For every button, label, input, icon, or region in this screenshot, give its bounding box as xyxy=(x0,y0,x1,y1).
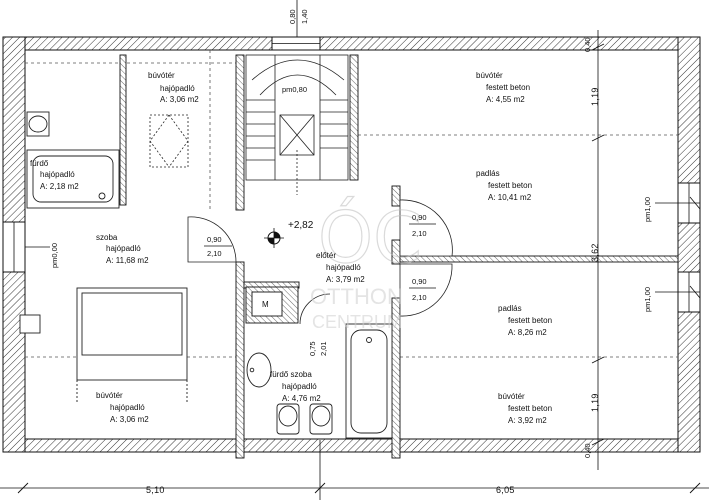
room-area: A: 4,55 m2 xyxy=(486,95,525,104)
room-floor: hajópadló xyxy=(110,403,145,412)
door-szoba-label: 0,90 2,10 xyxy=(204,235,232,258)
room-name: fürdő szoba xyxy=(270,370,312,379)
door-height: 2,01 xyxy=(319,341,328,356)
right-dimension-chain: 0,40 1,19 3,62 1,19 0,40 xyxy=(583,30,605,470)
room-area: A: 10,41 m2 xyxy=(488,193,532,202)
room-furdo-small: fürdő hajópadló A: 2,18 m2 xyxy=(30,159,79,191)
door-padlas-2-swing xyxy=(399,263,453,317)
right-dim-2: 3,62 xyxy=(590,243,600,262)
room-name: padlás xyxy=(498,304,522,313)
room-padlas-1: padlás festett beton A: 10,41 m2 xyxy=(476,169,532,202)
room-area: A: 3,92 m2 xyxy=(508,416,547,425)
room-floor: hajópadló xyxy=(106,244,141,253)
door-bath-swing xyxy=(299,293,331,325)
washbasin-main xyxy=(246,352,272,388)
chimney: M xyxy=(245,286,299,324)
room-name: búvótér xyxy=(476,71,503,80)
door-height: 2,10 xyxy=(412,229,427,238)
chimney-label: M xyxy=(262,300,269,309)
bottom-dimension-chain: 5,10 6,05 xyxy=(0,440,709,500)
door-width: 0,90 xyxy=(207,235,222,244)
room-floor: festett beton xyxy=(488,181,532,190)
bottom-dim-left: 5,10 xyxy=(146,485,165,495)
room-floor: hajópadló xyxy=(160,84,195,93)
right-window-upper-label: pm1,00 xyxy=(643,197,652,222)
room-name: búvótér xyxy=(148,71,175,80)
room-area: A: 11,68 m2 xyxy=(106,256,149,265)
door-height: 2,10 xyxy=(412,293,427,302)
room-floor: hajópadló xyxy=(40,170,75,179)
room-tl-buvoter: búvótér hajópadló A: 3,06 m2 xyxy=(148,71,199,104)
room-floor: hajópadló xyxy=(326,263,361,272)
window-indicators xyxy=(25,196,701,299)
level-marker: +2,82 xyxy=(264,220,314,248)
toilet-main xyxy=(276,403,300,435)
room-name: búvótér xyxy=(96,391,123,400)
toilet-small xyxy=(26,111,50,137)
room-area: A: 4,76 m2 xyxy=(282,394,321,403)
room-eloter: előtér hajópadló A: 3,79 m2 xyxy=(316,251,365,284)
door-bath-label: 0,75 2,01 xyxy=(308,341,328,356)
left-window xyxy=(2,221,26,273)
door-width: 0,75 xyxy=(308,341,317,356)
right-dim-bottom: 0,40 xyxy=(583,443,592,458)
watermark-line2: CENTRUM xyxy=(312,312,402,332)
watermark-logo: ÓC xyxy=(318,197,422,279)
room-name: padlás xyxy=(476,169,500,178)
room-floor: festett beton xyxy=(508,404,552,413)
room-tr-buvoter: búvótér festett beton A: 4,55 m2 xyxy=(476,71,530,104)
right-dim-top: 0,40 xyxy=(583,37,592,52)
door-width: 0,90 xyxy=(412,213,427,222)
top-dim-a: 0,80 xyxy=(288,9,297,24)
room-floor: festett beton xyxy=(508,316,552,325)
room-area: A: 3,79 m2 xyxy=(326,275,365,284)
room-floor: hajópadló xyxy=(282,382,317,391)
watermark: ÓC OTTHON CENTRUM xyxy=(310,196,423,332)
stair-window-label: pm0,80 xyxy=(282,85,307,94)
left-window-label: pm0,00 xyxy=(50,243,59,268)
right-window-lower-label: pm1,00 xyxy=(643,287,652,312)
room-furdoszoba: fürdő szoba hajópadló A: 4,76 m2 xyxy=(270,370,321,403)
bathtub-main xyxy=(345,323,393,439)
room-area: A: 3,06 m2 xyxy=(110,415,149,424)
staircase xyxy=(245,54,349,195)
bidet-main xyxy=(309,403,333,435)
top-dim-b: 1,40 xyxy=(300,9,309,24)
right-dim-3: 1,19 xyxy=(590,393,600,412)
room-area: A: 2,18 m2 xyxy=(40,182,79,191)
door-padlas-2-label: 0,90 2,10 xyxy=(409,277,436,302)
room-area: A: 3,06 m2 xyxy=(160,95,199,104)
room-bl-buvoter: búvótér hajópadló A: 3,06 m2 xyxy=(96,391,149,424)
top-dimension: 0,80 1,40 xyxy=(288,0,309,37)
room-area: A: 8,26 m2 xyxy=(508,328,547,337)
door-width: 0,90 xyxy=(412,277,427,286)
room-padlas-2: padlás festett beton A: 8,26 m2 xyxy=(498,304,552,337)
room-floor: festett beton xyxy=(486,83,530,92)
room-name: szoba xyxy=(96,233,118,242)
bottom-dim-right: 6,05 xyxy=(496,485,515,495)
door-szoba-swing xyxy=(187,216,237,263)
stair-window xyxy=(271,36,321,51)
room-name: búvótér xyxy=(498,392,525,401)
room-br-buvoter: búvótér festett beton A: 3,92 m2 xyxy=(498,392,552,425)
level-label: +2,82 xyxy=(288,220,314,231)
room-szoba: szoba hajópadló A: 11,68 m2 xyxy=(96,233,149,265)
door-height: 2,10 xyxy=(207,249,222,258)
door-padlas-1-swing xyxy=(399,199,453,257)
bed xyxy=(76,287,188,404)
bathtub-small xyxy=(26,149,120,209)
door-padlas-1-label: 0,90 2,10 xyxy=(409,213,436,238)
room-name: fürdő xyxy=(30,159,49,168)
watermark-line1: OTTHON xyxy=(310,284,403,309)
bedside-table xyxy=(19,314,41,334)
skylight-1 xyxy=(149,114,189,168)
right-dim-1: 1,19 xyxy=(590,87,600,106)
room-name: előtér xyxy=(316,251,336,260)
